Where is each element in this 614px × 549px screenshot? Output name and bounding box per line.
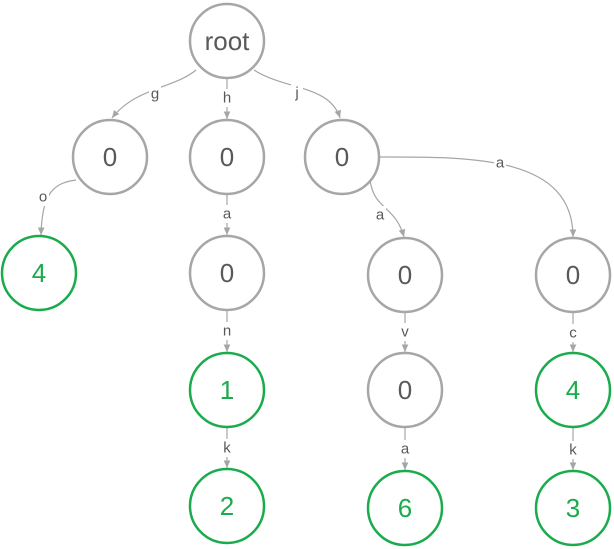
node-label: 4	[566, 375, 580, 405]
edge-label: o	[39, 189, 47, 206]
trie-node-ha: 0	[188, 234, 266, 312]
edge-han-hank: k	[221, 428, 233, 468]
edge-ja2-jac: c	[567, 313, 579, 352]
node-label: 0	[335, 142, 349, 172]
edge-jav-java: a	[399, 428, 411, 470]
trie-node-j: 0	[303, 118, 381, 196]
node-label: 1	[220, 375, 234, 405]
edge-label: a	[223, 206, 232, 223]
edge-root-h: h	[221, 78, 233, 119]
node-label: 3	[566, 493, 580, 523]
node-circle	[534, 236, 612, 314]
node-circle	[303, 118, 381, 196]
node-label: 0	[220, 142, 234, 172]
trie-node-hank: 2	[188, 467, 266, 545]
terminal-node-circle	[534, 351, 612, 429]
edge-label-backdrop	[291, 84, 303, 102]
edge-label-backdrop	[221, 439, 233, 457]
node-label: 0	[220, 258, 234, 288]
edge-label: v	[401, 324, 409, 341]
edge-label-backdrop	[399, 440, 411, 458]
trie-node-ja: 0	[366, 236, 444, 314]
edge-label: a	[496, 155, 505, 172]
edge-label-backdrop	[221, 322, 233, 340]
edge-label: k	[223, 440, 231, 457]
trie-node-jav: 0	[366, 351, 444, 429]
terminal-node-circle	[366, 469, 444, 547]
node-label: 0	[566, 260, 580, 290]
edge-root-g: g	[111, 69, 197, 119]
node-circle	[71, 118, 149, 196]
node-label: 0	[398, 260, 412, 290]
edge-label: a	[401, 441, 410, 458]
edge-label: n	[223, 323, 231, 340]
edge-label-backdrop	[567, 441, 579, 459]
trie-node-ja2: 0	[534, 236, 612, 314]
edge-label-backdrop	[221, 205, 233, 223]
edge-ja-jav: v	[399, 313, 411, 352]
edge-jac-jack: k	[567, 428, 579, 470]
trie-node-han: 1	[188, 351, 266, 429]
edge-line	[253, 69, 342, 119]
node-circle	[188, 118, 266, 196]
terminal-node-circle	[534, 469, 612, 547]
edge-label-backdrop	[567, 324, 579, 342]
node-circle	[366, 351, 444, 429]
node-label: 6	[398, 493, 412, 523]
trie-node-go: 4	[0, 234, 78, 312]
edge-j-ja2: a	[379, 154, 577, 238]
edge-label: c	[569, 325, 577, 342]
terminal-node-circle	[188, 351, 266, 429]
node-label: 2	[220, 491, 234, 521]
edge-label: k	[569, 442, 577, 459]
node-label: root	[205, 26, 251, 56]
edge-line	[37, 179, 77, 236]
edge-ha-han: n	[221, 311, 233, 352]
edge-label: j	[294, 85, 298, 102]
edge-label: h	[223, 90, 231, 107]
edge-h-ha: a	[221, 195, 233, 235]
edge-label-backdrop	[37, 188, 49, 206]
node-circle	[188, 2, 266, 80]
trie-node-g: 0	[71, 118, 149, 196]
edge-j-ja: a	[369, 179, 406, 238]
terminal-node-circle	[0, 234, 78, 312]
edge-label-backdrop	[149, 85, 161, 103]
trie-node-jac: 4	[534, 351, 612, 429]
edge-g-go: o	[37, 179, 77, 236]
edge-root-j: j	[253, 69, 342, 119]
edge-label-backdrop	[494, 154, 506, 172]
edge-line	[379, 156, 577, 238]
node-label: 4	[32, 258, 46, 288]
trie-node-h: 0	[188, 118, 266, 196]
trie-node-java: 6	[366, 469, 444, 547]
trie-node-jack: 3	[534, 469, 612, 547]
node-label: 0	[103, 142, 117, 172]
node-label: 0	[398, 375, 412, 405]
edge-label-backdrop	[399, 323, 411, 341]
node-circle	[188, 234, 266, 312]
edge-label: a	[376, 207, 385, 224]
trie-node-root: root	[188, 2, 266, 80]
edge-label-backdrop	[221, 89, 233, 107]
node-circle	[366, 236, 444, 314]
terminal-node-circle	[188, 467, 266, 545]
edge-label-backdrop	[374, 206, 386, 224]
edges-layer: g h j o a a a n v c k a k	[37, 69, 579, 470]
edge-label: g	[151, 86, 159, 103]
